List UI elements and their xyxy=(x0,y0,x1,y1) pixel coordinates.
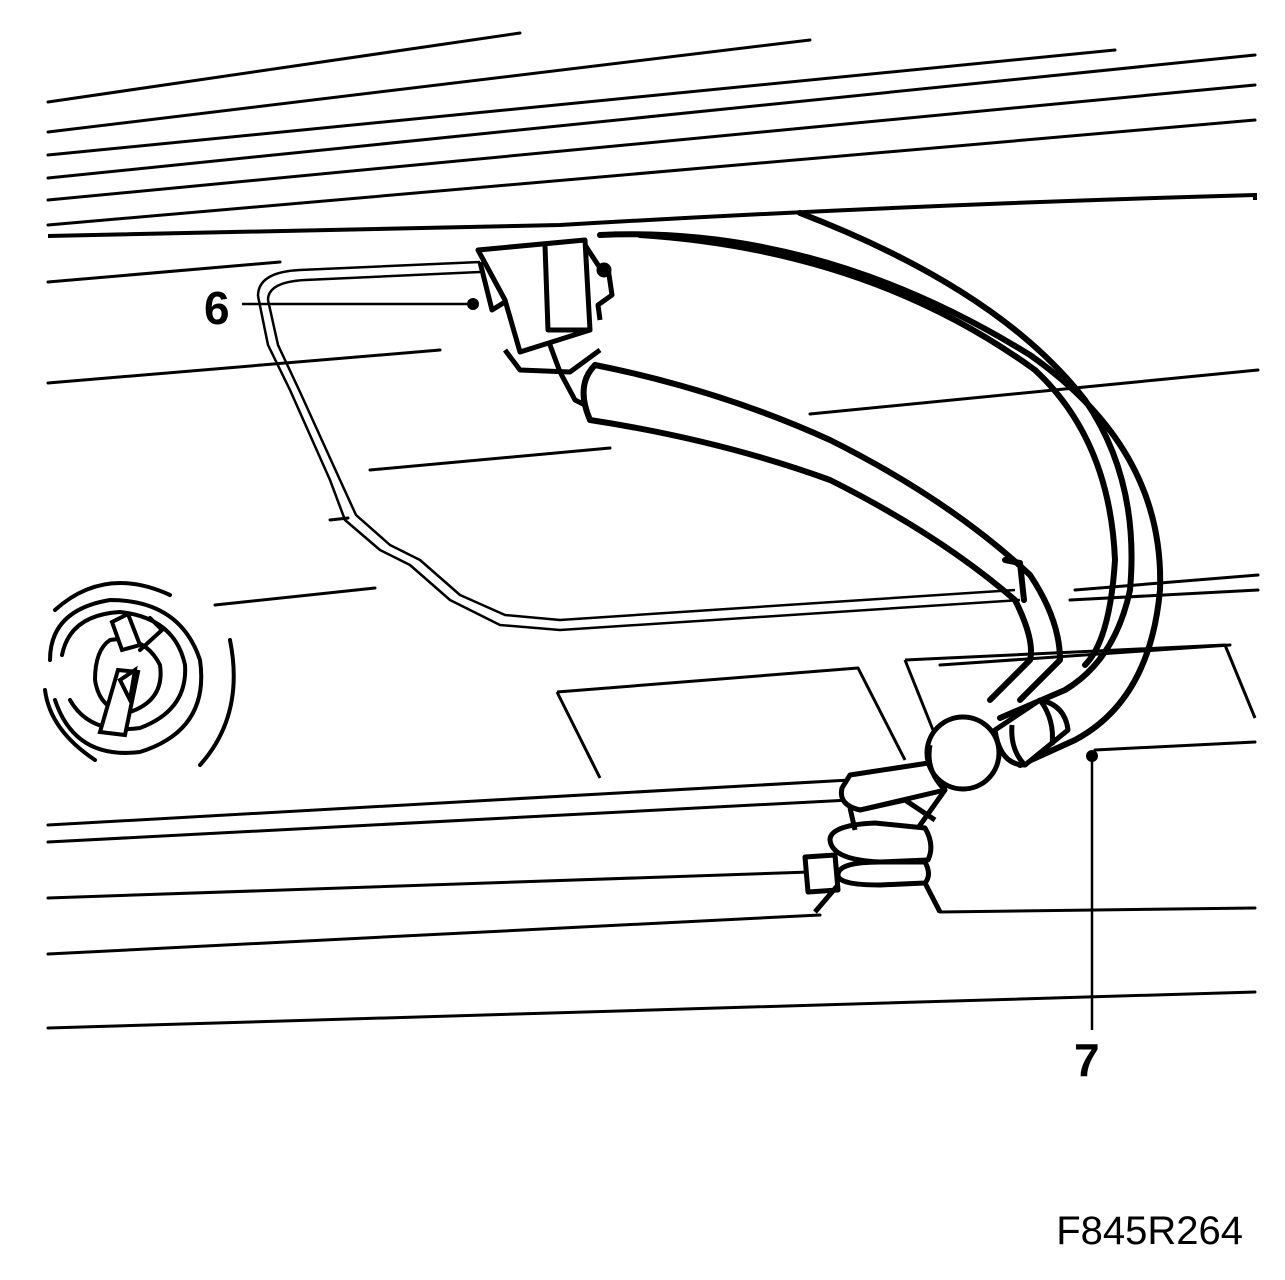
hose-coupling xyxy=(838,697,1071,823)
callout-6-label: 6 xyxy=(204,282,230,334)
callout-6-dot xyxy=(467,298,479,310)
body-panel-edge xyxy=(47,192,1257,238)
grommet-plug xyxy=(43,581,236,767)
lower-panel-lines xyxy=(46,588,1260,1030)
figure-code: F845R264 xyxy=(1056,1209,1243,1253)
callout-7: 7 xyxy=(1074,750,1100,1086)
callout-7-dot xyxy=(1086,750,1098,762)
electrical-connector xyxy=(475,237,615,408)
callout-7-label: 7 xyxy=(1074,1034,1100,1086)
hose-lower xyxy=(580,362,1063,703)
sill-recesses xyxy=(555,643,1257,779)
upper-panel-lines xyxy=(46,31,1260,607)
hose-clamp xyxy=(802,788,948,914)
wiring-harness xyxy=(256,260,1021,632)
callout-6: 6 xyxy=(204,282,479,334)
hose-upper xyxy=(597,210,1164,768)
